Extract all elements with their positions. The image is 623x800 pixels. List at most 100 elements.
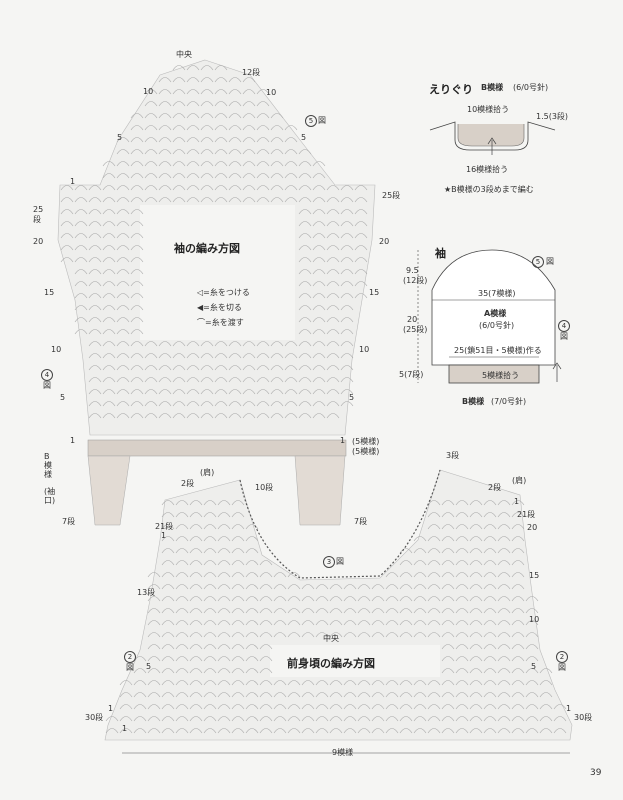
fan-stitch bbox=[256, 89, 270, 95]
sleeve-row20-r-label: 20 bbox=[379, 237, 390, 246]
fan-stitch bbox=[102, 365, 116, 371]
fan-stitch bbox=[483, 512, 497, 518]
fan-stitch bbox=[511, 680, 525, 686]
fan-stitch bbox=[203, 620, 217, 626]
fan-stitch bbox=[284, 401, 298, 407]
fan-stitch bbox=[329, 704, 343, 710]
fan-stitch bbox=[413, 608, 427, 614]
fan-stitch bbox=[130, 317, 144, 323]
fan-stitch bbox=[427, 524, 441, 530]
fan-stitch bbox=[231, 608, 245, 614]
fan-stitch bbox=[242, 173, 256, 179]
fan-stitch bbox=[298, 197, 312, 203]
fan-stitch bbox=[259, 692, 273, 698]
fan-stitch bbox=[144, 125, 158, 131]
fan-stitch bbox=[214, 113, 228, 119]
fan-stitch bbox=[270, 401, 284, 407]
fan-stitch bbox=[245, 536, 259, 542]
fan-stitch bbox=[427, 716, 441, 722]
sleeve-row15-r-label: 15 bbox=[369, 288, 380, 297]
fan-stitch bbox=[326, 185, 340, 191]
fan-stitch bbox=[200, 341, 214, 347]
fan-stitch bbox=[340, 317, 354, 323]
fan-stitch bbox=[256, 161, 270, 167]
fan-stitch bbox=[469, 632, 483, 638]
fan-stitch bbox=[158, 341, 172, 347]
fan-stitch bbox=[455, 572, 469, 578]
front-row13-label: 13段 bbox=[137, 588, 156, 597]
fan-stitch bbox=[483, 608, 497, 614]
fan-stitch bbox=[130, 185, 144, 191]
fan-stitch bbox=[256, 149, 270, 155]
fan-stitch bbox=[172, 101, 186, 107]
fan-stitch bbox=[497, 524, 511, 530]
fan-stitch bbox=[427, 632, 441, 638]
fan-stitch bbox=[427, 704, 441, 710]
front-row5-l-label: 5 bbox=[146, 662, 152, 671]
fan-stitch bbox=[539, 728, 553, 734]
fan-stitch bbox=[483, 644, 497, 650]
fan-stitch bbox=[298, 365, 312, 371]
fan-stitch bbox=[175, 512, 189, 518]
fan-stitch bbox=[441, 596, 455, 602]
fan-stitch bbox=[469, 608, 483, 614]
fan-stitch bbox=[357, 632, 371, 638]
fan-stitch bbox=[102, 221, 116, 227]
fan-stitch bbox=[158, 125, 172, 131]
fan-stitch bbox=[371, 704, 385, 710]
fan-stitch bbox=[161, 692, 175, 698]
schematic-h2: 20 bbox=[407, 315, 418, 324]
fan-stitch bbox=[525, 692, 539, 698]
front-row1-r-label: 1 bbox=[514, 497, 520, 506]
fan-stitch bbox=[469, 656, 483, 662]
fan-stitch bbox=[312, 293, 326, 299]
neckline-pick16-label: 16模様拾う bbox=[466, 165, 509, 174]
fan-stitch bbox=[256, 173, 270, 179]
fan-stitch bbox=[88, 221, 102, 227]
fan-stitch bbox=[203, 680, 217, 686]
fan-stitch bbox=[242, 77, 256, 83]
fan-stitch bbox=[116, 413, 130, 419]
fan-stitch bbox=[427, 500, 441, 506]
fan-stitch bbox=[175, 500, 189, 506]
fan-stitch bbox=[497, 596, 511, 602]
fan-stitch bbox=[441, 680, 455, 686]
fan-stitch bbox=[399, 680, 413, 686]
fan-stitch bbox=[399, 692, 413, 698]
fan-stitch bbox=[133, 668, 147, 674]
fan-stitch bbox=[189, 512, 203, 518]
fan-stitch bbox=[228, 89, 242, 95]
cuff-band bbox=[87, 439, 347, 457]
schematic-h1-rows: (12段) bbox=[403, 276, 428, 285]
fan-stitch bbox=[88, 341, 102, 347]
fan-stitch bbox=[203, 632, 217, 638]
fan-stitch bbox=[525, 716, 539, 722]
fan-stitch bbox=[102, 341, 116, 347]
fan-stitch bbox=[469, 548, 483, 554]
fan-stitch bbox=[340, 269, 354, 275]
fan-stitch bbox=[441, 668, 455, 674]
fan-stitch bbox=[88, 281, 102, 287]
fan-stitch bbox=[200, 77, 214, 83]
fan-stitch bbox=[172, 389, 186, 395]
fan-stitch bbox=[158, 365, 172, 371]
fan-stitch bbox=[326, 413, 340, 419]
fan-stitch bbox=[455, 728, 469, 734]
fan-stitch bbox=[256, 185, 270, 191]
fan-stitch bbox=[354, 257, 368, 263]
fan-stitch bbox=[511, 560, 525, 566]
fan-stitch bbox=[242, 149, 256, 155]
fan-stitch bbox=[130, 365, 144, 371]
fan-stitch bbox=[284, 173, 298, 179]
fan-stitch bbox=[228, 197, 242, 203]
fan-stitch bbox=[427, 536, 441, 542]
fan-stitch bbox=[130, 281, 144, 287]
fan-stitch bbox=[105, 728, 119, 734]
fan-stitch bbox=[329, 680, 343, 686]
fan-stitch bbox=[315, 620, 329, 626]
fan-stitch bbox=[469, 584, 483, 590]
fan-stitch bbox=[130, 209, 144, 215]
fan-stitch bbox=[511, 536, 525, 542]
schematic-pick-label: 5模様拾う bbox=[482, 371, 520, 380]
fan-stitch bbox=[284, 137, 298, 143]
